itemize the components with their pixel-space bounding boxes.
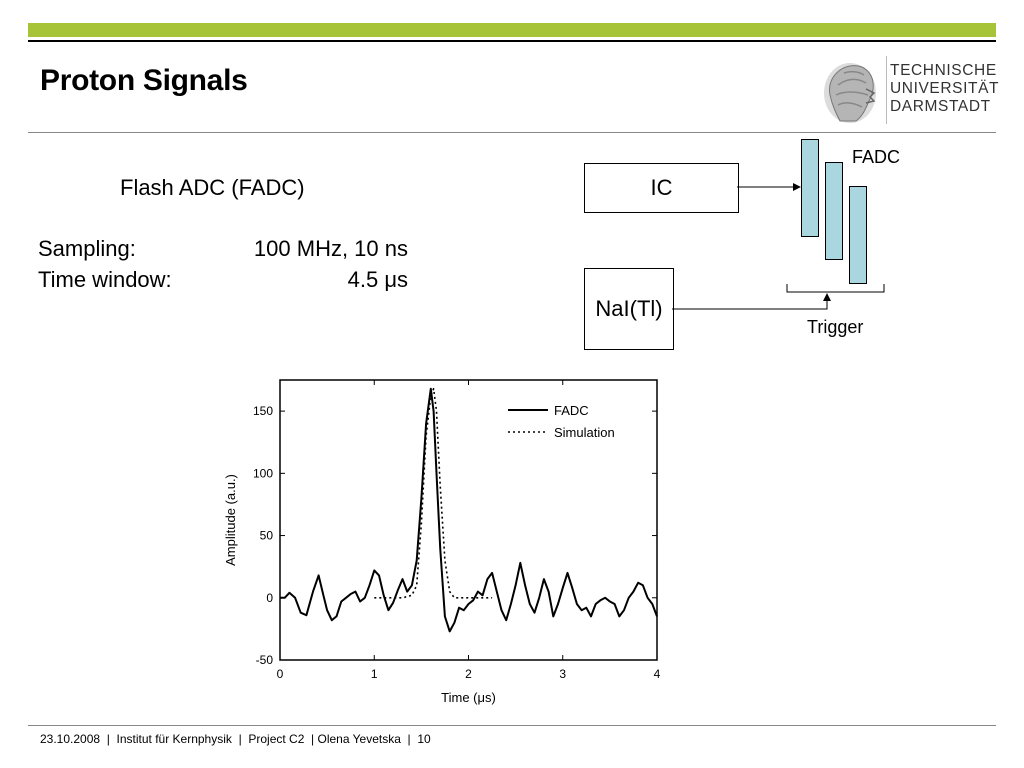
logo-line: UNIVERSITÄT (890, 80, 1000, 97)
fadc-channel-2 (825, 162, 843, 260)
title-divider (28, 132, 996, 133)
university-name: TECHNISCHE UNIVERSITÄT DARMSTADT (890, 62, 999, 116)
y-axis-label: Amplitude (a.u.) (223, 474, 238, 566)
x-tick-label: 1 (371, 667, 378, 681)
fadc-label: FADC (852, 147, 901, 167)
y-tick-label: 150 (253, 404, 273, 418)
fadc-channel-3 (849, 186, 867, 284)
header-accent-bar (28, 23, 996, 37)
slide-footer: 23.10.2008 | Institut für Kernphysik | P… (40, 732, 431, 746)
sampling-value: 100 MHz, 10 ns (253, 236, 408, 261)
logo-divider (886, 56, 887, 124)
series-line-fadc (280, 387, 658, 633)
nai-detector-box: NaI(Tl) (584, 268, 674, 350)
time-window-value: 4.5 μs (347, 267, 408, 292)
footer-divider (28, 725, 996, 726)
legend-label: FADC (554, 403, 589, 418)
y-tick-label: 0 (266, 591, 273, 605)
ic-detector-box: IC (584, 163, 739, 213)
plot-frame (279, 379, 658, 661)
slide-title: Proton Signals (40, 64, 248, 97)
y-tick-label: 50 (260, 529, 274, 543)
sampling-label: Sampling: (38, 236, 136, 261)
athena-head-icon (824, 63, 876, 123)
nai-label: NaI(Tl) (595, 296, 663, 321)
x-tick-label: 4 (654, 667, 661, 681)
ic-label: IC (650, 175, 673, 200)
legend-label: Simulation (554, 425, 615, 440)
fadc-heading: Flash ADC (FADC) (120, 175, 305, 200)
series-line-simulation (374, 387, 493, 599)
university-logo (806, 50, 1002, 132)
chart-legend: FADC Simulation (508, 403, 615, 440)
logo-line: DARMSTADT (890, 98, 991, 115)
x-axis-label: Time (μs) (441, 690, 496, 705)
y-tick-label: 100 (253, 466, 273, 480)
x-tick-label: 2 (465, 667, 472, 681)
trigger-arrow (672, 293, 831, 310)
fadc-channel-1 (801, 139, 819, 237)
x-tick-label: 3 (559, 667, 566, 681)
y-tick-label: -50 (256, 653, 274, 667)
trigger-label: Trigger (807, 317, 864, 337)
trigger-bracket (786, 284, 885, 293)
logo-line: TECHNISCHE (890, 62, 997, 79)
time-window-label: Time window: (38, 267, 172, 292)
header-rule (28, 40, 996, 42)
x-tick-label: 0 (277, 667, 284, 681)
